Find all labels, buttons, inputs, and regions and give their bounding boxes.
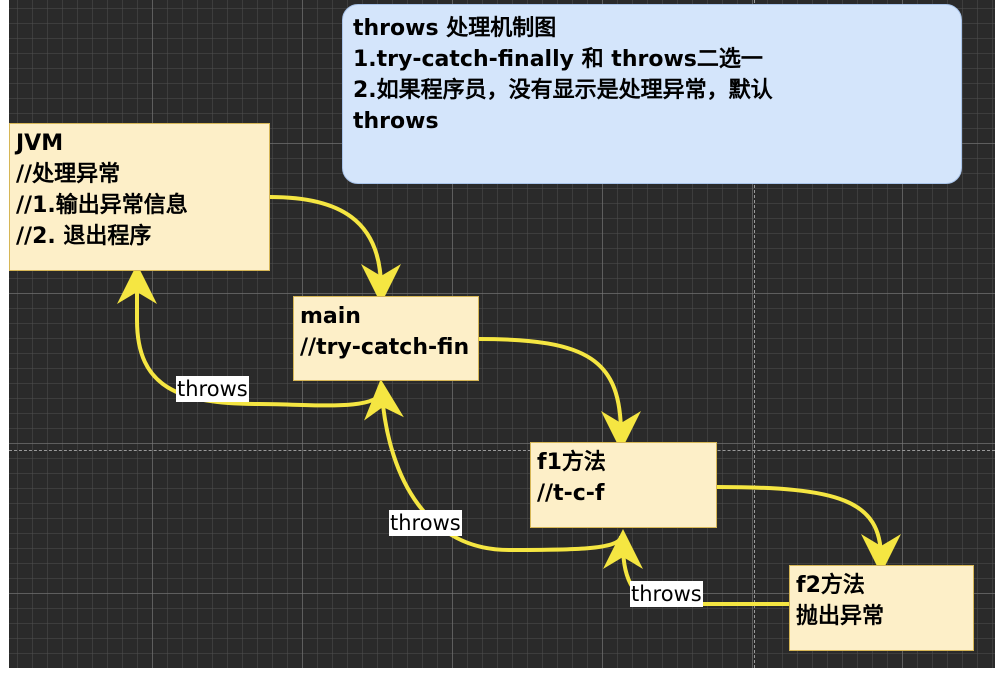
node-main-line-1: main [300, 304, 361, 329]
edge-jvm-to-main[interactable] [269, 195, 401, 304]
edge-label-throws-f2-to-f1[interactable]: throws [630, 581, 703, 607]
edge-main-throws-to-jvm[interactable] [117, 264, 383, 408]
note-line-2: 2.如果程序员，没有显示是处理异常，默认 [353, 78, 773, 103]
node-f1[interactable]: f1方法 //t-c-f [530, 442, 717, 528]
node-f1-line-2: //t-c-f [537, 481, 605, 506]
edge-f1-throws-to-main[interactable] [364, 379, 623, 553]
edge-label-throws-main-to-jvm[interactable]: throws [176, 376, 249, 402]
edge-f1-to-f2[interactable] [716, 485, 901, 574]
node-jvm[interactable]: JVM //处理异常 //1.输出异常信息 //2. 退出程序 [9, 123, 270, 271]
diagram-canvas[interactable]: throws 处理机制图 1.try-catch-finally 和 throw… [9, 0, 995, 668]
node-f2-line-1: f2方法 [796, 573, 865, 598]
node-jvm-line-2: //处理异常 [16, 162, 121, 187]
note-line-3: throws [353, 109, 439, 134]
node-f2[interactable]: f2方法 抛出异常 [789, 565, 974, 651]
node-main[interactable]: main //try-catch-fin [293, 296, 479, 381]
edge-label-throws-f1-to-main[interactable]: throws [389, 510, 462, 536]
node-f2-line-2: 抛出异常 [796, 604, 885, 629]
node-jvm-line-3: //1.输出异常信息 [16, 193, 188, 218]
node-main-line-2: //try-catch-fin [300, 335, 470, 360]
note-line-title: throws 处理机制图 [353, 16, 557, 41]
note-line-1: 1.try-catch-finally 和 throws二选一 [353, 47, 763, 72]
explanation-note[interactable]: throws 处理机制图 1.try-catch-finally 和 throw… [342, 4, 962, 184]
vertical-guide-line [754, 0, 755, 668]
horizontal-guide-line [9, 450, 995, 451]
node-jvm-line-4: //2. 退出程序 [16, 224, 152, 249]
node-jvm-line-1: JVM [16, 131, 64, 156]
node-f1-line-1: f1方法 [537, 450, 606, 475]
edge-main-to-f1[interactable] [478, 337, 641, 451]
